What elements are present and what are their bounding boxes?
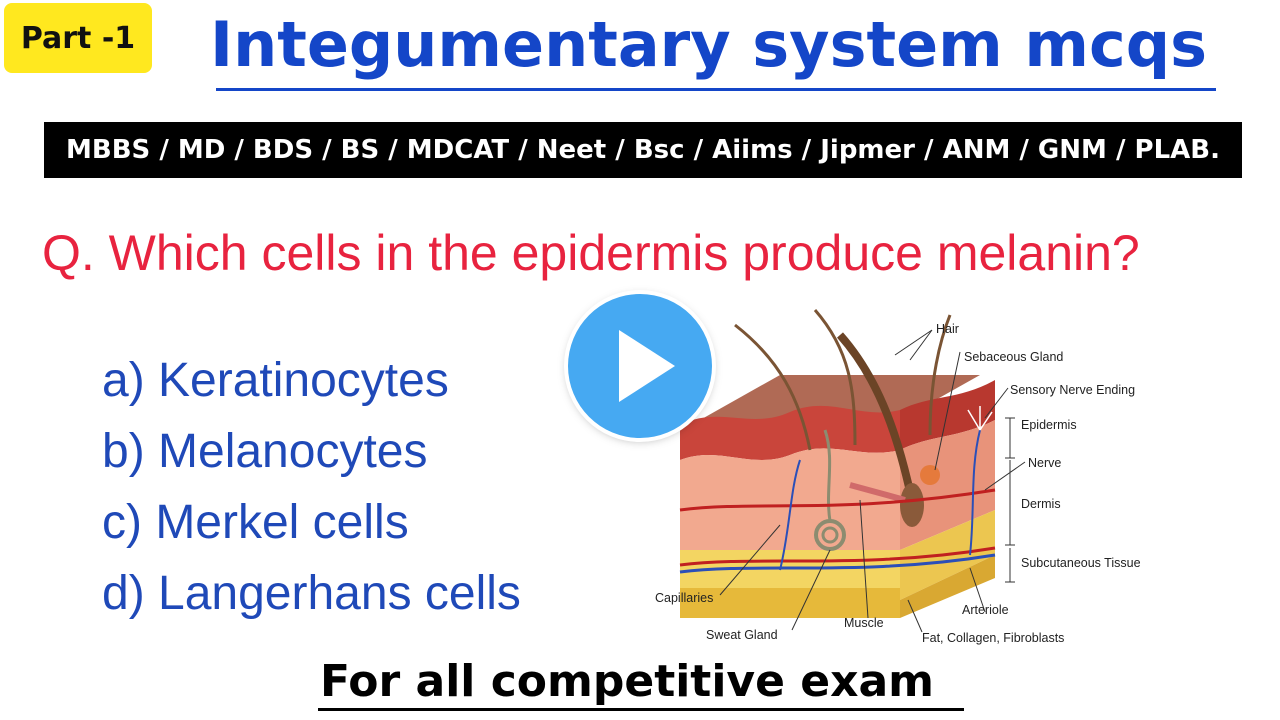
option-d: d) Langerhans cells	[102, 567, 521, 620]
play-icon	[619, 330, 675, 402]
skin-diagram: Hair Sebaceous Gland Sensory Nerve Endin…	[655, 309, 1141, 645]
label-subcutaneous-tissue: Subcutaneous Tissue	[1021, 556, 1141, 570]
option-a: a) Keratinocytes	[102, 354, 449, 407]
footer-underline	[318, 708, 964, 711]
answer-options: a) Keratinocytes b) Melanocytes c) Merke…	[102, 350, 521, 634]
label-sweat-gland: Sweat Gland	[706, 628, 778, 642]
label-nerve: Nerve	[1028, 456, 1061, 470]
option-b: b) Melanocytes	[102, 425, 428, 478]
label-hair: Hair	[936, 322, 959, 336]
label-dermis: Dermis	[1021, 497, 1061, 511]
label-sebaceous-gland: Sebaceous Gland	[964, 350, 1063, 364]
label-sensory-nerve-ending: Sensory Nerve Ending	[1010, 383, 1135, 397]
question-text: Q. Which cells in the epidermis produce …	[42, 225, 1140, 281]
label-fat-collagen-fibroblasts: Fat, Collagen, Fibroblasts	[922, 631, 1064, 645]
footer-caption: For all competitive exam	[320, 656, 935, 707]
label-muscle: Muscle	[844, 616, 884, 630]
label-epidermis: Epidermis	[1021, 418, 1077, 432]
option-c: c) Merkel cells	[102, 496, 409, 549]
exam-list-bar: MBBS / MD / BDS / BS / MDCAT / Neet / Bs…	[44, 122, 1242, 178]
page-title: Integumentary system mcqs	[210, 8, 1207, 81]
title-underline	[216, 88, 1216, 91]
label-arteriole: Arteriole	[962, 603, 1009, 617]
skin-block	[679, 309, 996, 618]
play-button[interactable]	[568, 294, 712, 438]
label-capillaries: Capillaries	[655, 591, 713, 605]
part-badge: Part -1	[4, 3, 152, 73]
